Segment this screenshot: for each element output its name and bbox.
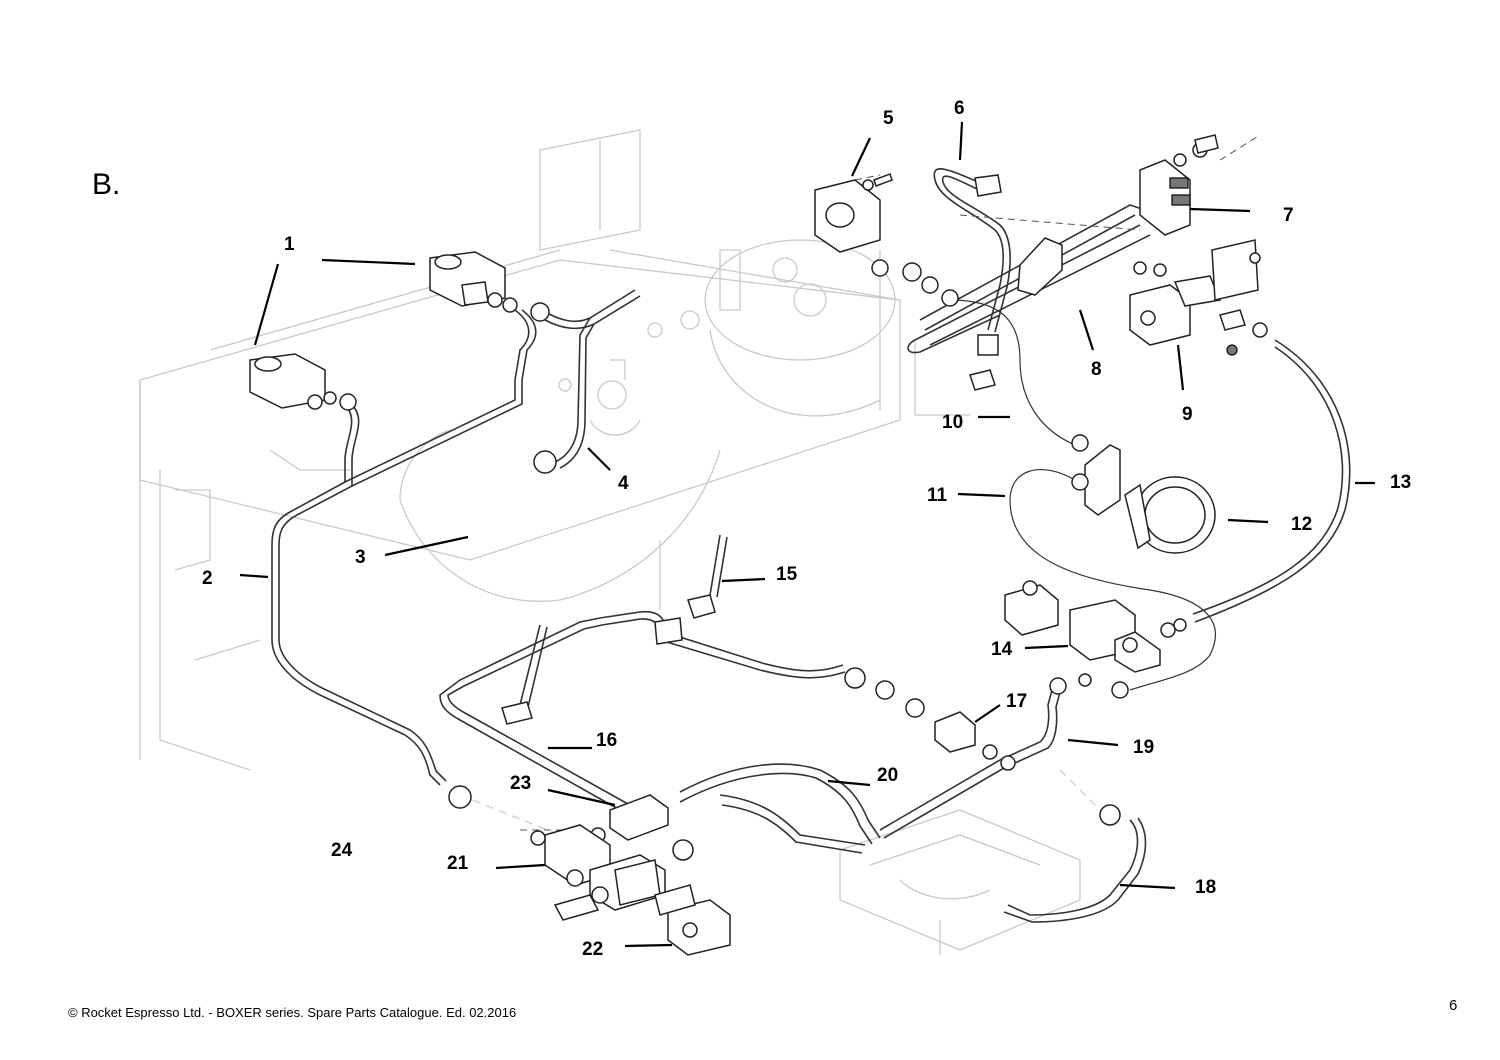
- callout-19: 19: [1133, 737, 1154, 758]
- callout-5: 5: [883, 108, 894, 129]
- callout-11: 11: [927, 485, 948, 506]
- callout-15: 15: [776, 564, 798, 585]
- part-1-lower-block: [249, 353, 357, 411]
- part-7-flange: [1139, 134, 1219, 236]
- callout-20: 20: [877, 765, 898, 786]
- callout-18: 18: [1195, 877, 1216, 898]
- callout-3: 3: [355, 547, 366, 568]
- callout-10: 10: [942, 412, 963, 433]
- part-14-solenoid-valve: [1004, 580, 1187, 699]
- part-12-pressure-gauge: [1071, 434, 1216, 554]
- callout-1: 1: [284, 234, 295, 255]
- pipework: [271, 134, 1351, 923]
- page-number: 6: [1449, 997, 1458, 1014]
- callout-14: 14: [991, 639, 1013, 660]
- part-21-23-valve-assembly: [530, 794, 731, 956]
- components: [249, 134, 1268, 956]
- part-9-solenoid-valve: [1129, 239, 1268, 356]
- ghost-machine-frame: [139, 129, 1101, 955]
- callout-22: 22: [582, 939, 603, 960]
- callout-12: 12: [1291, 514, 1312, 535]
- callout-6: 6: [954, 98, 965, 119]
- part-5-bracket: [814, 173, 893, 253]
- callout-9: 9: [1182, 404, 1193, 425]
- catalogue-footer: © Rocket Espresso Ltd. - BOXER series. S…: [68, 1005, 517, 1020]
- callout-7: 7: [1283, 205, 1294, 226]
- callout-21: 21: [447, 853, 469, 874]
- callout-17: 17: [1006, 691, 1027, 712]
- callout-24: 24: [331, 840, 353, 861]
- callout-23: 23: [510, 773, 531, 794]
- part-1-upper-block: [429, 251, 518, 313]
- callout-8: 8: [1091, 359, 1102, 380]
- leader-lines: [239, 121, 1375, 948]
- callout-2: 2: [202, 568, 213, 589]
- callout-16: 16: [596, 730, 617, 751]
- section-label: B.: [92, 168, 121, 201]
- callout-4: 4: [618, 473, 629, 494]
- callout-numbers: 1 2 3 4 5 6 7 8 9 10 11 12 13 14 15 16 1…: [202, 98, 1411, 960]
- callout-13: 13: [1390, 472, 1411, 493]
